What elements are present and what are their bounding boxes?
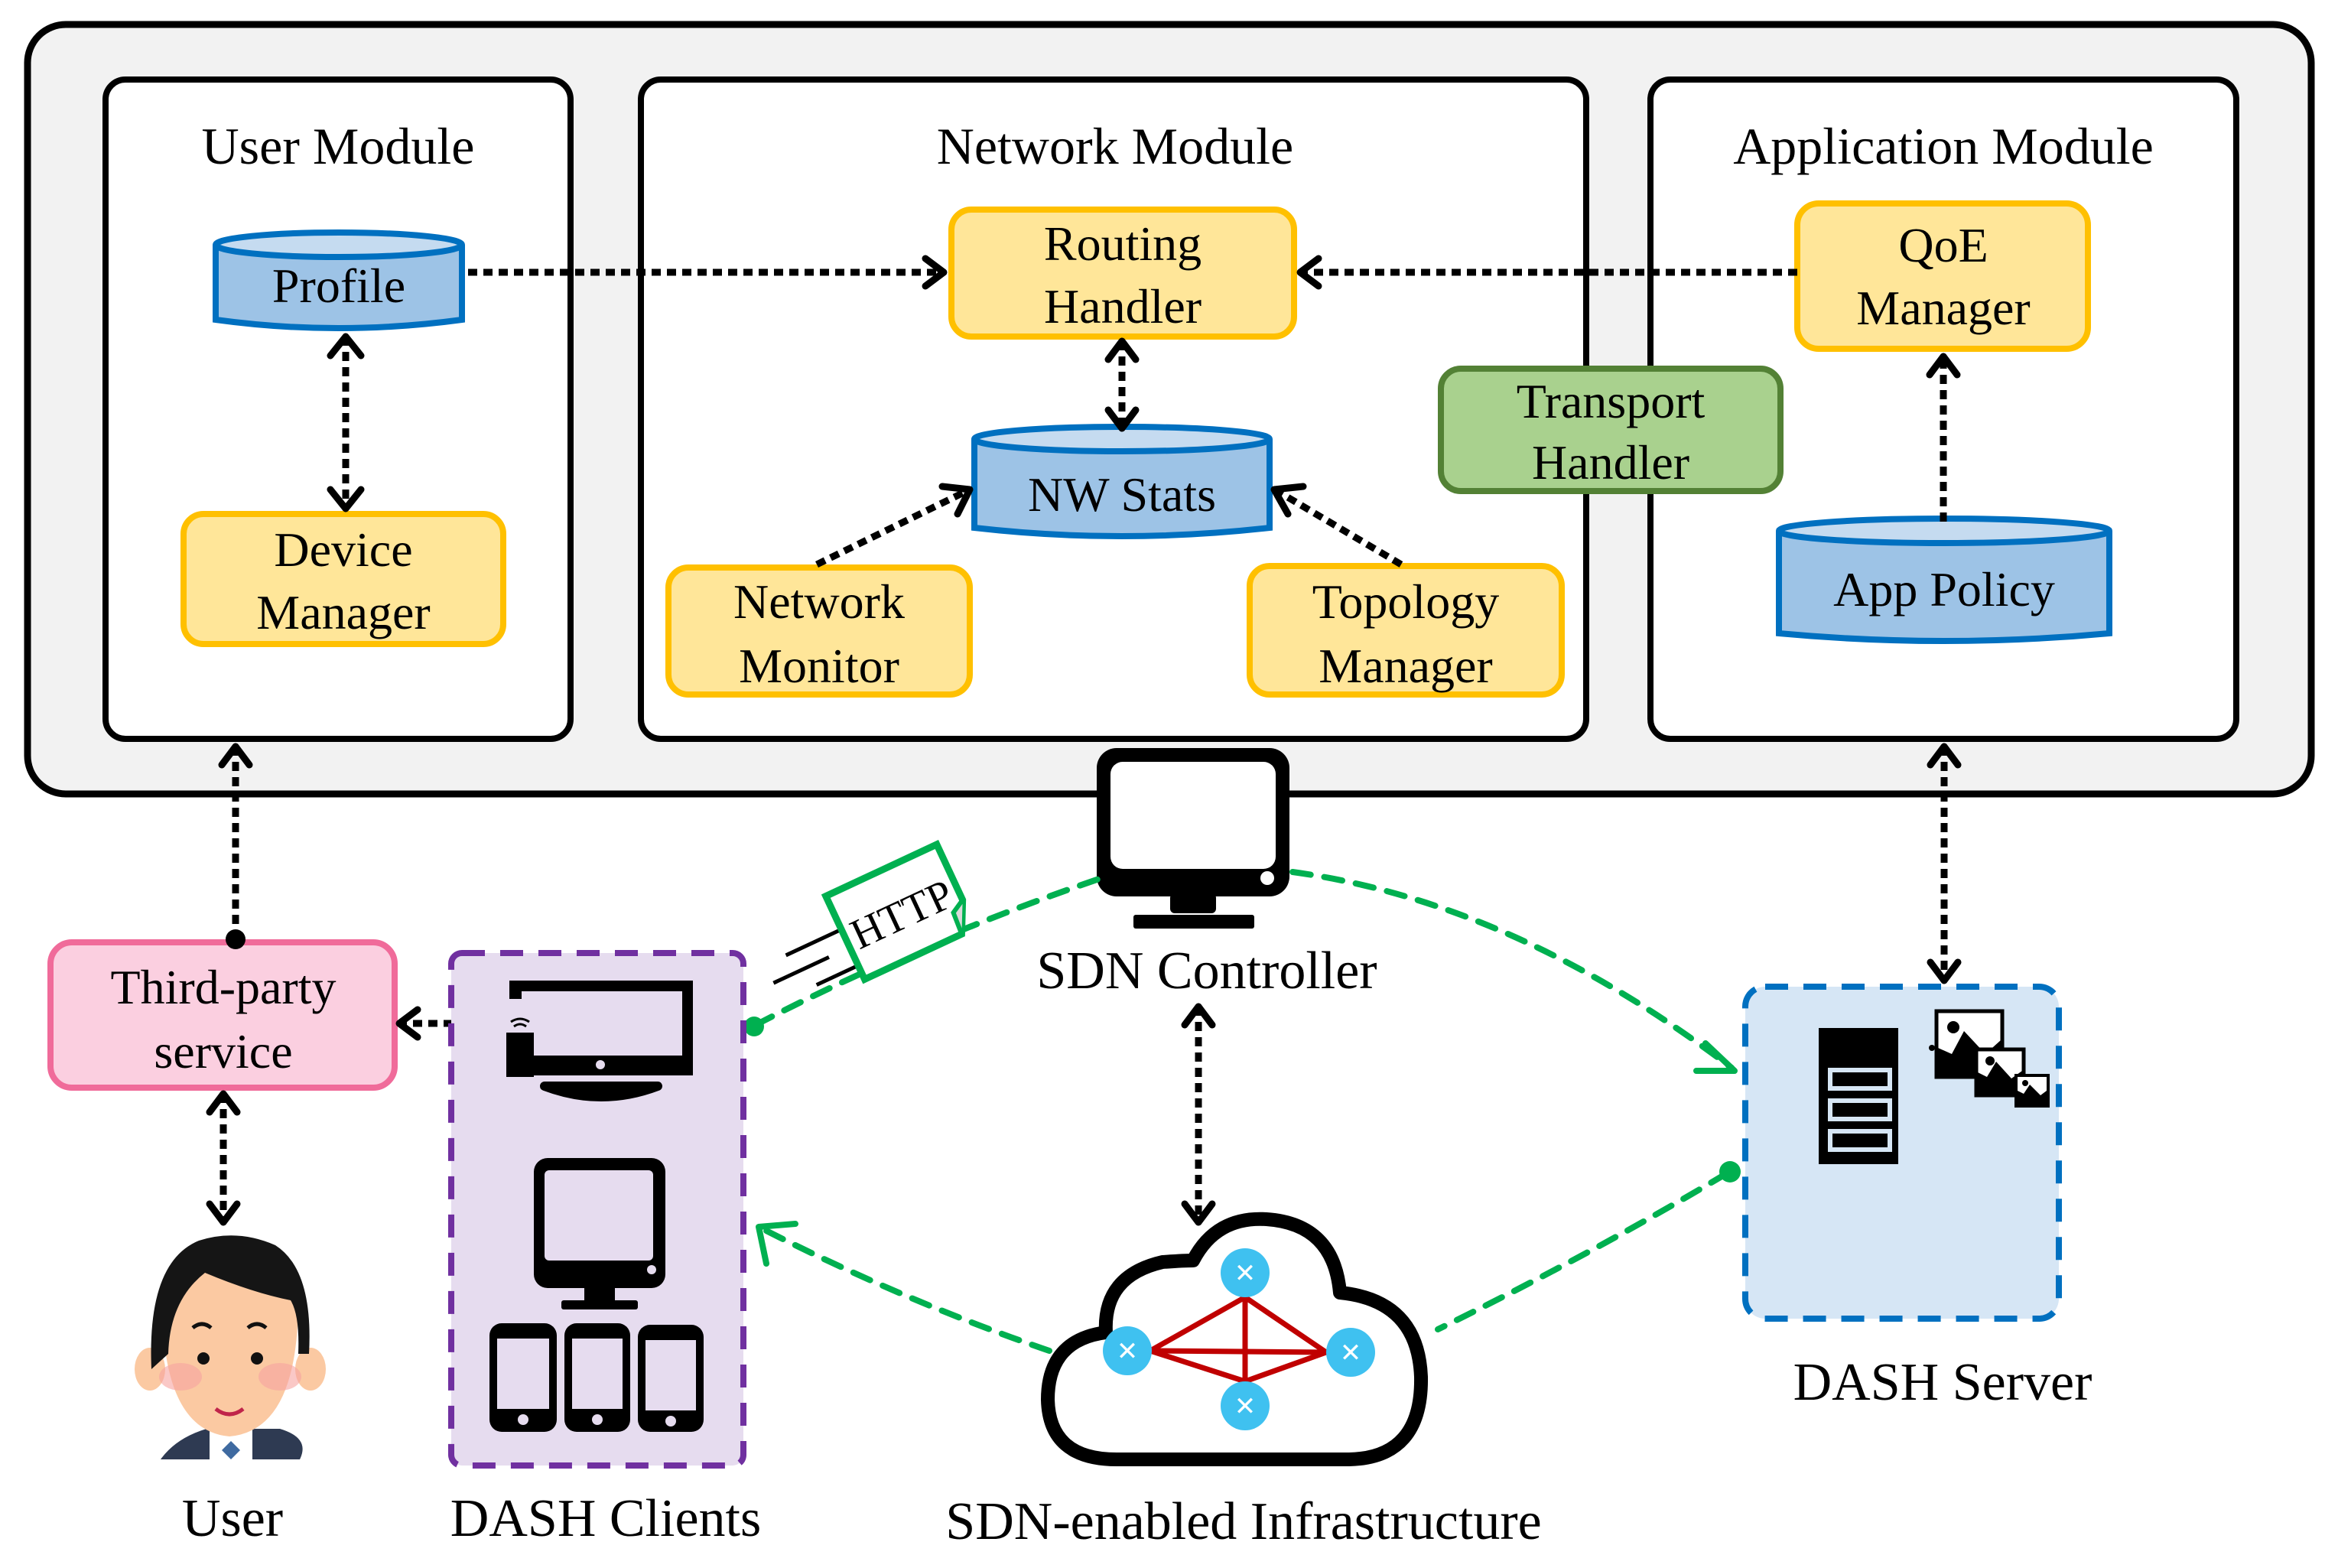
third-party-service-box[interactable]: Third-party service xyxy=(47,939,398,1091)
nw-stats-database[interactable]: NW Stats xyxy=(971,424,1273,539)
profile-to-routing-link xyxy=(468,255,948,290)
network-links xyxy=(1149,1294,1328,1384)
topology-manager-line1: Topology xyxy=(1312,574,1499,629)
routing-handler-line2: Handler xyxy=(1044,279,1202,333)
sdn-controller[interactable]: SDN Controller xyxy=(1036,748,1377,1000)
nw-stats-label: NW Stats xyxy=(1028,467,1216,522)
smartphone-icon xyxy=(489,1323,557,1432)
image-icon xyxy=(2014,1074,2050,1108)
sdn-infrastructure-label: SDN-enabled Infrastructure xyxy=(945,1492,1541,1551)
svg-text:✕: ✕ xyxy=(1234,1260,1257,1288)
network-monitor-line2: Monitor xyxy=(739,639,899,693)
network-module: Network Module Routing Handler NW Stats … xyxy=(638,76,1589,742)
device-manager-line1: Device xyxy=(274,522,412,577)
thirdparty-user-link xyxy=(206,1090,241,1226)
user[interactable]: User xyxy=(135,1235,326,1548)
routing-nwstats-link xyxy=(1104,337,1140,432)
profile-label: Profile xyxy=(272,259,405,313)
transport-handler-line1: Transport xyxy=(1517,374,1706,428)
controller-infrastructure-link xyxy=(1181,1003,1216,1226)
router-icon: ✕ xyxy=(1103,1326,1152,1375)
qoe-manager-line2: Manager xyxy=(1856,281,2030,335)
router-icon: ✕ xyxy=(1326,1328,1375,1377)
router-icon: ✕ xyxy=(1221,1248,1270,1297)
monitor-icon xyxy=(1097,748,1289,929)
desktop-monitor-icon xyxy=(534,1158,665,1309)
dash-clients-label: DASH Clients xyxy=(450,1489,761,1548)
svg-text:✕: ✕ xyxy=(1340,1339,1362,1368)
user-module-title: User Module xyxy=(202,117,475,175)
qoe-manager-box[interactable]: QoE Manager xyxy=(1794,200,2091,352)
qoe-manager-line1: QoE xyxy=(1898,218,1988,272)
topology-manager-line2: Manager xyxy=(1319,639,1492,693)
svg-text:✕: ✕ xyxy=(1117,1338,1139,1366)
network-monitor-line1: Network xyxy=(733,574,905,629)
appmodule-server-link xyxy=(1927,743,1962,984)
flow-clients-to-server xyxy=(744,869,1738,1074)
cloud-icon xyxy=(1041,1212,1429,1466)
server-rack-icon xyxy=(1819,1028,1962,1164)
transport-handler-box[interactable]: Transport Handler xyxy=(1438,366,1784,494)
third-party-line2: service xyxy=(154,1024,292,1078)
sdn-infrastructure[interactable]: ✕ ✕ ✕ ✕ SDN-enabled Infrastructure xyxy=(945,1212,1542,1551)
app-policy-label: App Policy xyxy=(1833,562,2055,616)
user-label: User xyxy=(182,1489,283,1548)
smartphone-icon xyxy=(638,1325,704,1432)
app-policy-database[interactable]: App Policy xyxy=(1776,516,2112,644)
qoe-to-routing-link xyxy=(1296,255,1797,290)
monitor-to-nwstats-link xyxy=(815,483,974,568)
flow-server-to-clients xyxy=(756,1161,1741,1354)
network-module-title: Network Module xyxy=(937,117,1293,175)
profile-device-link xyxy=(327,333,365,512)
routing-handler-line1: Routing xyxy=(1044,216,1202,271)
profile-database[interactable]: Profile xyxy=(213,229,465,331)
thirdparty-to-usermodule-link xyxy=(218,743,253,949)
application-module: Application Module QoE Manager App Polic… xyxy=(1647,76,2239,742)
third-party-line1: Third-party xyxy=(111,960,337,1014)
person-avatar-icon xyxy=(135,1235,326,1459)
application-module-title: Application Module xyxy=(1733,117,2154,175)
topology-manager-box[interactable]: Topology Manager xyxy=(1247,563,1565,698)
policy-to-qoe-link xyxy=(1926,353,1961,522)
sdn-controller-label: SDN Controller xyxy=(1036,942,1377,1000)
tv-with-remote-icon xyxy=(506,981,693,1101)
network-monitor-box[interactable]: Network Monitor xyxy=(665,564,973,698)
http-packet-icon: HTTP xyxy=(772,840,967,987)
user-module: User Module Profile Device Manager xyxy=(102,76,574,742)
router-icon: ✕ xyxy=(1221,1381,1270,1430)
dash-server-label: DASH Server xyxy=(1793,1353,2092,1412)
topology-to-nwstats-link xyxy=(1270,483,1403,568)
routing-handler-box[interactable]: Routing Handler xyxy=(948,207,1297,340)
svg-text:✕: ✕ xyxy=(1234,1393,1257,1421)
smartphone-icon xyxy=(564,1323,630,1432)
dash-server[interactable]: DASH Server xyxy=(1742,984,2092,1412)
device-manager-box[interactable]: Device Manager xyxy=(180,511,506,647)
transport-handler-line2: Handler xyxy=(1532,435,1689,490)
dash-clients[interactable]: DASH Clients xyxy=(448,950,761,1548)
device-manager-line2: Manager xyxy=(256,585,430,639)
